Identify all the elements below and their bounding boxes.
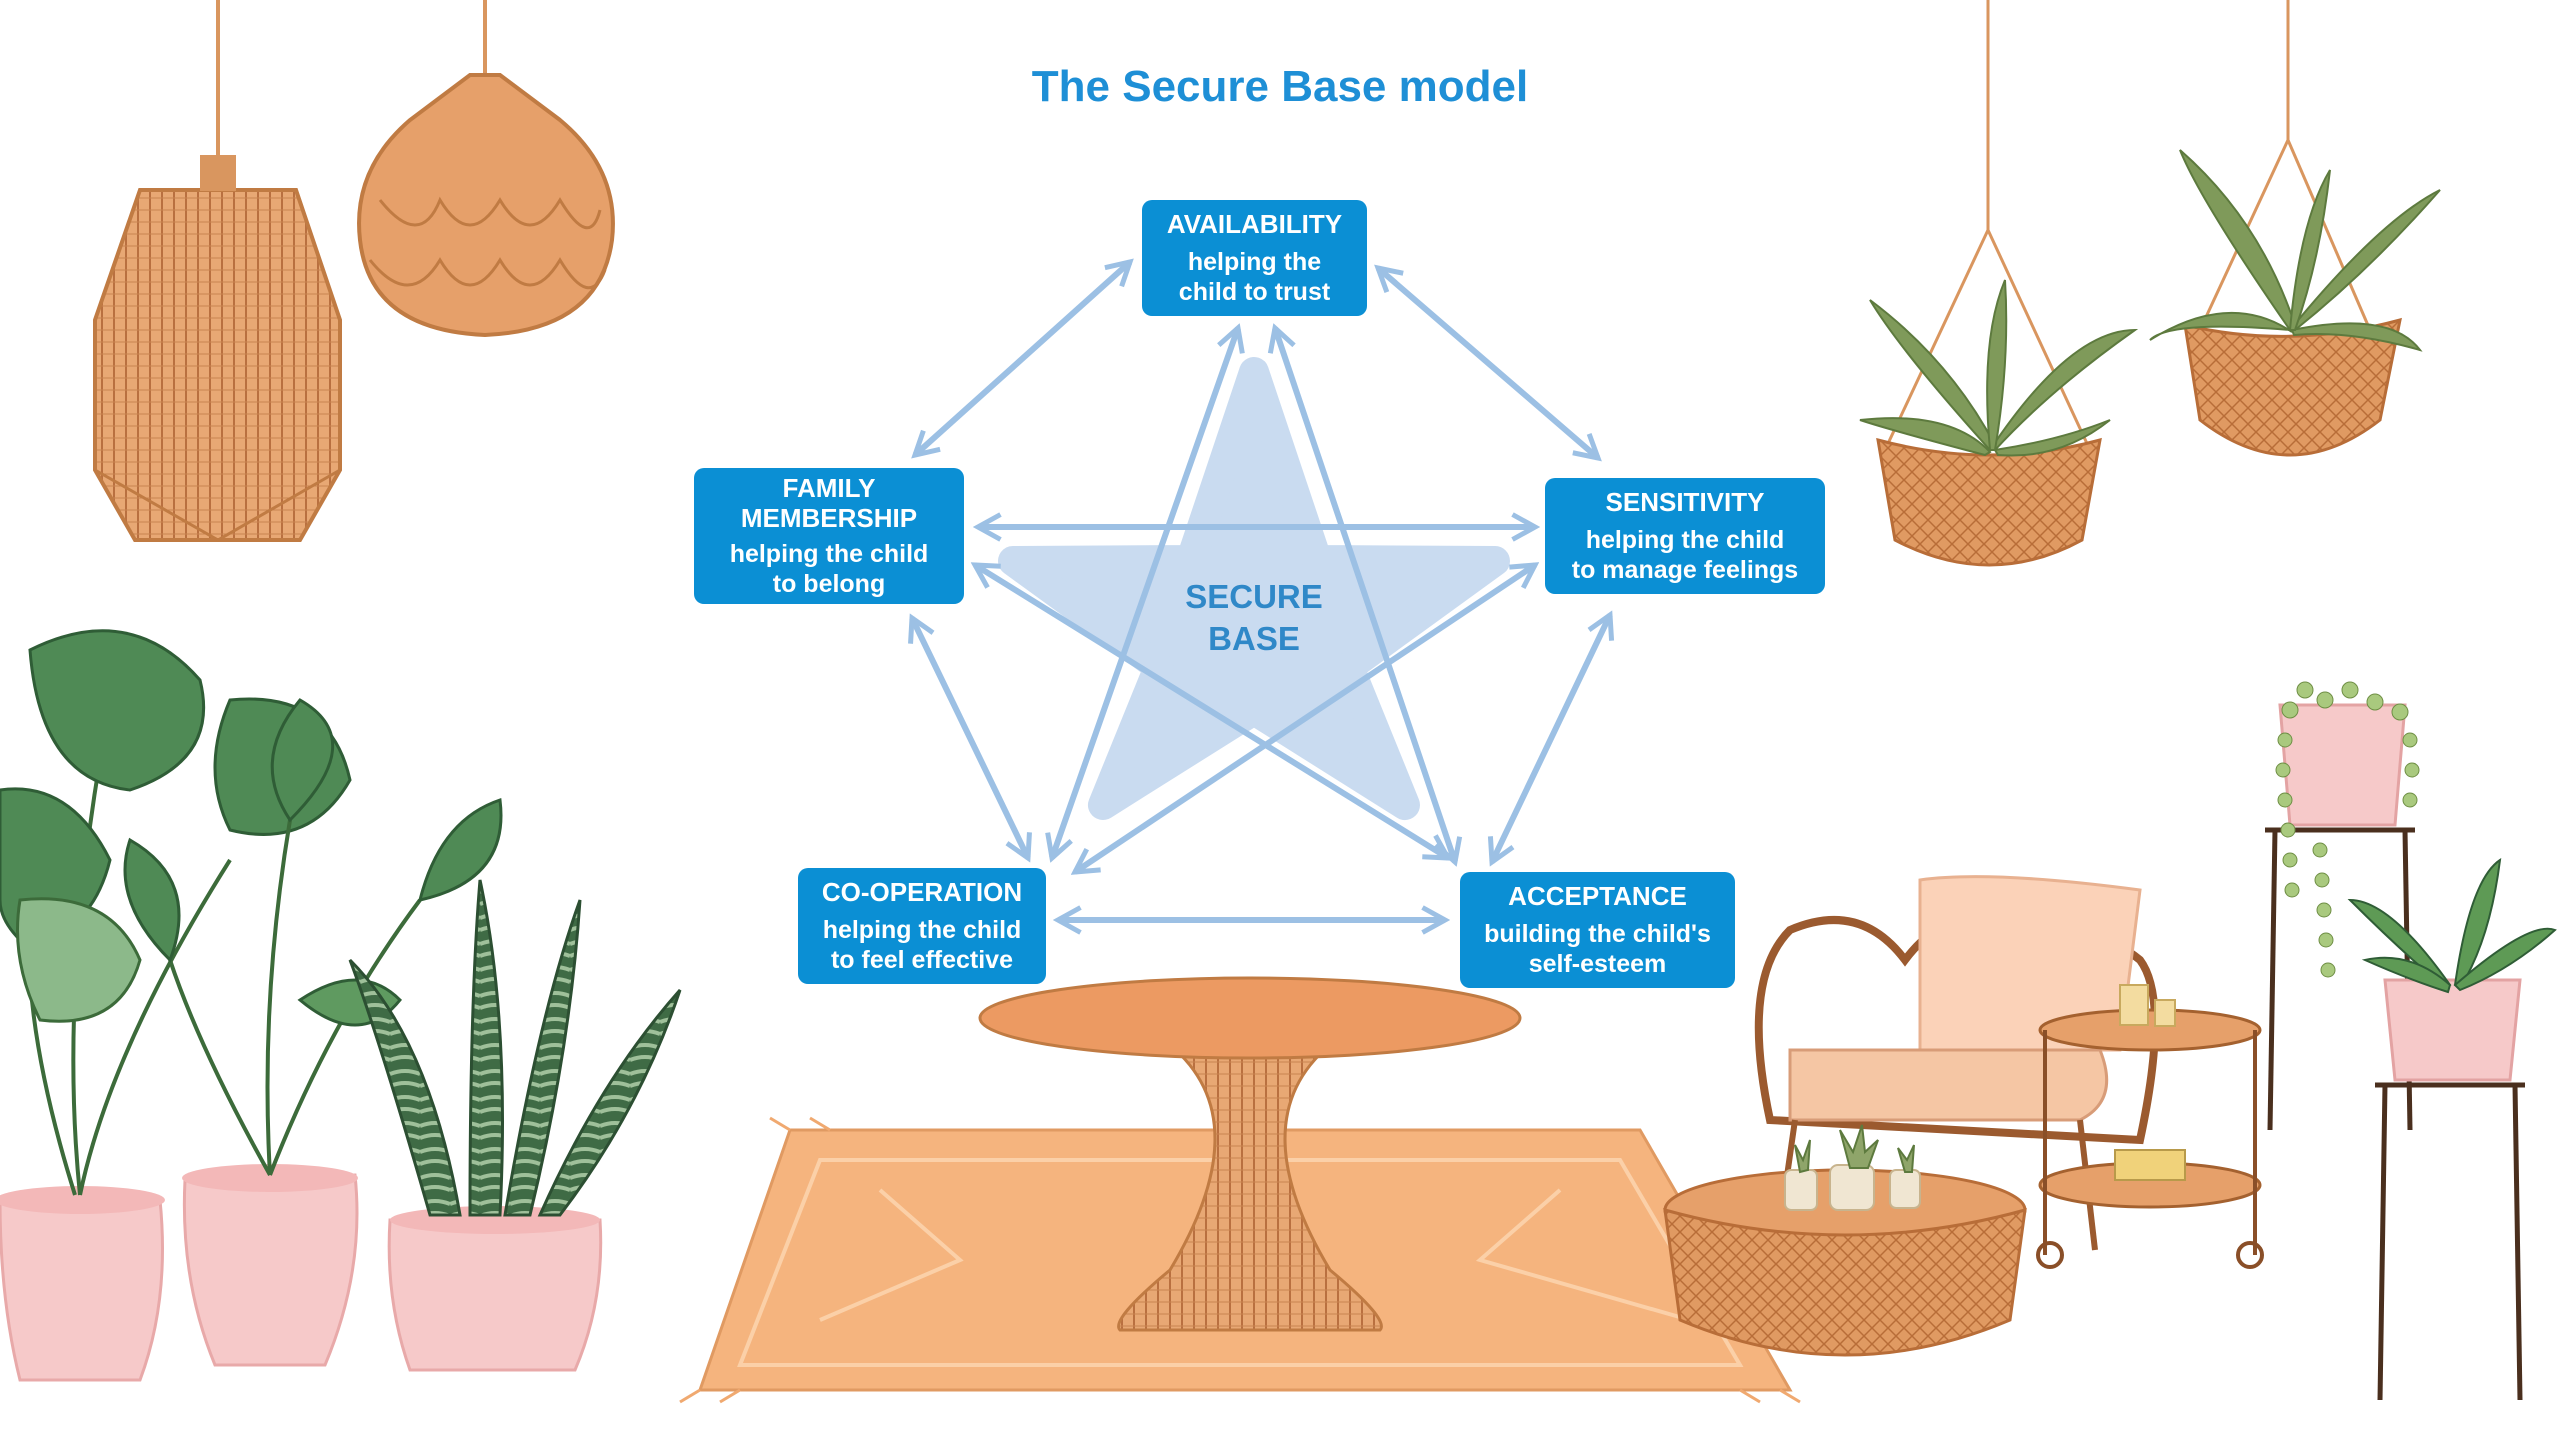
node-sensitivity-heading: SENSITIVITY [1605, 487, 1765, 517]
node-availability-line2: child to trust [1178, 278, 1331, 306]
secure-base-line2: BASE [1208, 620, 1300, 657]
snake-plant-icon [348, 879, 682, 1372]
coffee-table-icon [978, 976, 1522, 1332]
node-family-line2: to belong [772, 570, 886, 598]
node-family-line1: helping the child [729, 540, 929, 568]
arrow-family-cooperation [912, 618, 1028, 858]
secure-base-line1: SECURE [1185, 578, 1323, 615]
pouf-icon [1663, 1124, 2027, 1357]
node-availability: AVAILABILITY helping the child to trust [1142, 200, 1367, 316]
node-availability-heading: AVAILABILITY [1166, 209, 1343, 239]
hanging-plant-icon [2149, 0, 2441, 457]
arrow-availability-sensitivity [1378, 268, 1598, 458]
node-availability-line1: helping the [1187, 248, 1322, 276]
node-cooperation-line1: helping the child [822, 916, 1022, 944]
arrow-sensitivity-cooperation [1075, 565, 1535, 872]
pendant-lamp-icon [357, 0, 615, 338]
node-co-operation: CO-OPERATION helping the child to feel e… [798, 868, 1046, 984]
node-sensitivity-line1: helping the child [1585, 526, 1785, 554]
node-acceptance-line2: self-esteem [1528, 950, 1667, 978]
node-cooperation-heading: CO-OPERATION [821, 877, 1023, 907]
node-family-heading-1: FAMILY [782, 473, 876, 503]
rattan-chair-icon [1754, 875, 2159, 1251]
arrows [912, 262, 1610, 920]
pendant-lamp-icon [93, 0, 342, 542]
arrow-availability-family [915, 262, 1130, 455]
node-sensitivity: SENSITIVITY helping the child to manage … [1545, 478, 1825, 594]
diagram-title: The Secure Base model [1031, 62, 1529, 111]
node-acceptance-line1: building the child's [1484, 920, 1711, 948]
node-sensitivity-line2: to manage feelings [1571, 556, 1799, 584]
node-acceptance-heading: ACCEPTANCE [1508, 881, 1687, 911]
side-cart-icon [2036, 984, 2264, 1269]
secure-base-label: SECURE BASE [1154, 576, 1354, 660]
node-family-membership: FAMILY MEMBERSHIP helping the child to b… [694, 468, 964, 604]
plant-stand-icon [2347, 857, 2557, 1401]
hanging-plant-icon [1859, 0, 2139, 567]
node-family-heading-2: MEMBERSHIP [740, 503, 918, 533]
node-acceptance: ACCEPTANCE building the child's self-est… [1460, 872, 1735, 988]
tropical-plant-icon [123, 698, 503, 1367]
arrow-sensitivity-acceptance [1492, 615, 1610, 862]
node-cooperation-line2: to feel effective [830, 946, 1013, 974]
